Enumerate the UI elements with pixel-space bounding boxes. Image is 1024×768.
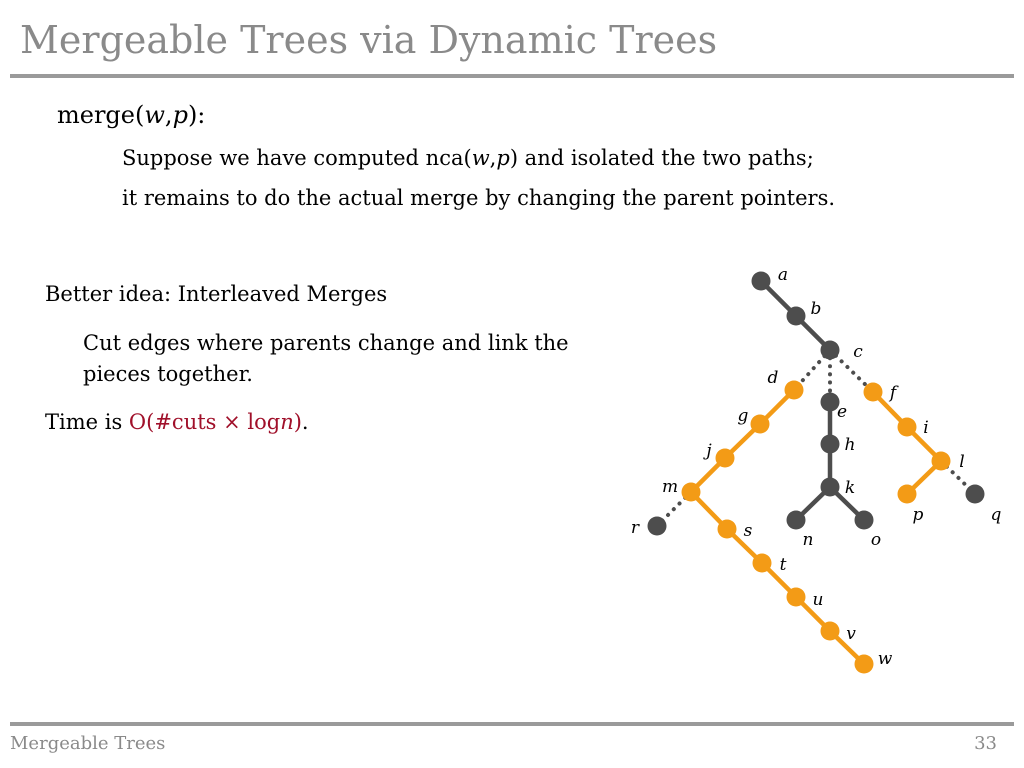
- tree-node-c: [820, 340, 840, 360]
- tree-node-b: [786, 306, 806, 326]
- tree-node-label-j: j: [702, 441, 712, 461]
- tree-node-m: [681, 482, 701, 502]
- tree-node-label-r: r: [631, 518, 640, 538]
- tree-node-label-a: a: [778, 265, 788, 285]
- tree-node-label-i: i: [923, 418, 928, 438]
- tree-node-i: [897, 417, 917, 437]
- tree-node-g: [750, 414, 770, 434]
- time-complexity: Time is O(#cuts × logn).: [45, 410, 309, 434]
- cut-description-line-2: pieces together.: [83, 362, 253, 386]
- tree-node-label-l: l: [959, 452, 964, 472]
- tree-node-label-q: q: [991, 505, 1002, 525]
- tree-node-u: [786, 587, 806, 607]
- tree-node-d: [784, 380, 804, 400]
- tree-node-r: [647, 516, 667, 536]
- cut-description-line-1: Cut edges where parents change and link …: [83, 331, 569, 355]
- merge-heading: merge(w,p):: [57, 101, 206, 129]
- tree-edge-c-f: [828, 348, 875, 394]
- tree-node-label-o: o: [871, 530, 881, 550]
- tree-node-l: [931, 451, 951, 471]
- tree-node-label-w: w: [878, 649, 893, 669]
- tree-node-label-u: u: [813, 590, 824, 610]
- tree-node-label-p: p: [913, 505, 924, 525]
- tree-node-label-d: d: [768, 368, 779, 388]
- tree-node-t: [752, 553, 772, 573]
- tree-node-label-v: v: [846, 624, 856, 644]
- title-divider: [10, 74, 1014, 78]
- body-line-2: it remains to do the actual merge by cha…: [122, 186, 836, 210]
- tree-node-e: [820, 392, 840, 412]
- complexity-formula: O(#cuts × logn): [128, 410, 302, 434]
- tree-node-o: [854, 510, 874, 530]
- page-number: 33: [974, 733, 997, 754]
- tree-node-f: [863, 382, 883, 402]
- tree-node-v: [820, 621, 840, 641]
- tree-node-j: [715, 448, 735, 468]
- tree-node-n: [786, 510, 806, 530]
- tree-node-k: [820, 477, 840, 497]
- tree-node-label-t: t: [780, 555, 787, 575]
- tree-node-label-f: f: [888, 383, 899, 403]
- tree-node-p: [897, 484, 917, 504]
- tree-node-label-k: k: [845, 478, 855, 498]
- footer-title: Mergeable Trees: [10, 733, 166, 754]
- tree-node-label-n: n: [803, 530, 814, 550]
- tree-node-label-b: b: [811, 299, 822, 319]
- tree-node-label-m: m: [662, 477, 678, 497]
- tree-node-label-h: h: [845, 435, 856, 455]
- tree-node-label-g: g: [738, 406, 749, 426]
- tree-node-h: [820, 434, 840, 454]
- tree-node-w: [854, 654, 874, 674]
- slide-title: Mergeable Trees via Dynamic Trees: [20, 18, 718, 62]
- body-line-1: Suppose we have computed nca(w,p) and is…: [122, 146, 814, 170]
- footer-divider: [10, 722, 1014, 726]
- tree-node-a: [751, 271, 771, 291]
- tree-node-label-c: c: [853, 342, 863, 362]
- tree-node-q: [965, 484, 985, 504]
- tree-node-s: [717, 519, 737, 539]
- tree-node-label-e: e: [837, 402, 847, 422]
- tree-node-label-s: s: [744, 521, 753, 541]
- better-idea-heading: Better idea: Interleaved Merges: [45, 282, 388, 306]
